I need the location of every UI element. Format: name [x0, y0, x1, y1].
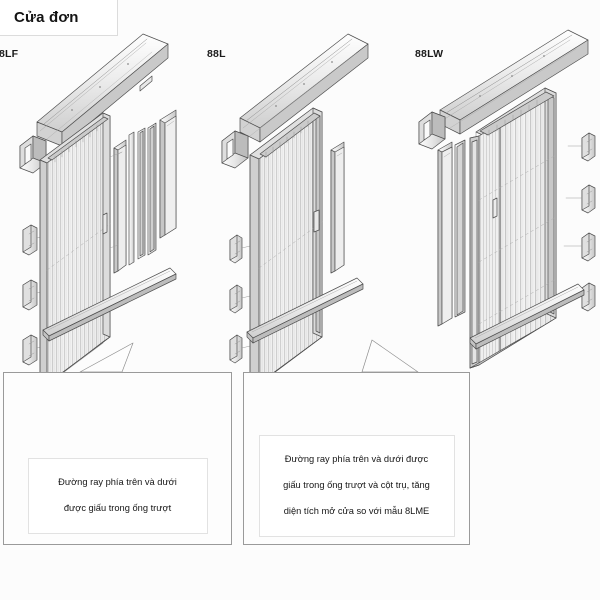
u-bracket-88l	[221, 130, 249, 169]
page-title: Cửa đơn	[14, 9, 79, 26]
top-head-rail-88l	[239, 33, 369, 143]
side-clips-88l	[229, 234, 263, 364]
pleated-screen-panel-88l	[249, 107, 323, 391]
bottom-track-88lw	[469, 283, 585, 350]
assembly-88lw	[418, 29, 596, 369]
caption-line: giấu trong ống trượt và cột trụ, tăng	[283, 480, 430, 490]
bottom-track-8lf	[42, 267, 177, 342]
vertical-profiles-88lw	[437, 139, 466, 327]
u-bracket-8lf	[19, 135, 47, 174]
title-box: Cửa đơn	[0, 0, 118, 36]
vertical-profiles-8lf	[109, 109, 177, 274]
caption-line: Đường ray phía trên và dưới được	[284, 454, 429, 464]
side-clips-88lw	[561, 132, 596, 312]
model-label-8lf: 8LF	[0, 48, 19, 60]
callout-box-hidden-track: Đường ray phía trên và dưới được giấu tr…	[3, 372, 232, 545]
model-label-88l: 88L	[207, 48, 226, 60]
vertical-profile-88l	[330, 141, 345, 274]
callout-caption-1: Đường ray phía trên và dưới được giấu tr…	[27, 458, 208, 534]
u-bracket-88lw	[418, 111, 446, 150]
model-label-88lw: 88LW	[415, 48, 444, 60]
caption-line: được giấu trong ống trượt	[63, 503, 172, 513]
pleated-screen-panel-88lw	[469, 87, 557, 369]
side-clips-8lf	[22, 224, 63, 366]
assembly-8lf	[19, 33, 177, 391]
callout-caption-2: Đường ray phía trên và dưới được giấu tr…	[258, 435, 455, 537]
bottom-track-88l	[246, 277, 364, 344]
caption-line: diện tích mở cửa so với mẫu 8LME	[283, 506, 430, 516]
callout-leader-2	[361, 339, 419, 373]
caption-line: Đường ray phía trên và dưới	[58, 477, 177, 487]
top-head-rail-8lf	[36, 33, 169, 147]
callout-box-hidden-track-and-post: Đường ray phía trên và dưới được giấu tr…	[243, 372, 470, 545]
assembly-88l	[221, 33, 369, 391]
pleated-screen-panel-8lf	[39, 112, 111, 391]
